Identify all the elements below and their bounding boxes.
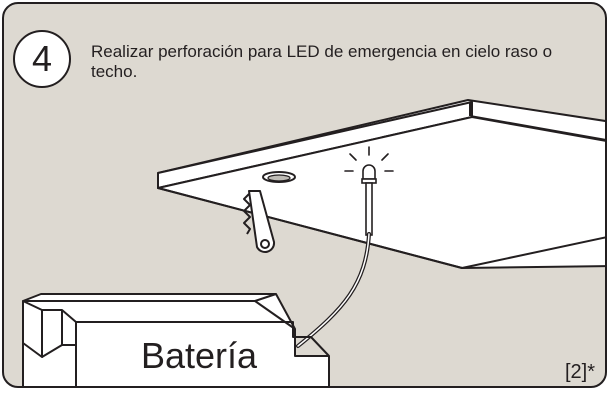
hole-icon — [262, 171, 296, 183]
reference-note: [2]* — [564, 361, 595, 383]
instruction-text: Realizar perforación para LED de emergen… — [91, 42, 553, 81]
cable-icon — [296, 232, 371, 348]
battery-label: Batería — [141, 335, 258, 376]
ceiling-panel-icon — [157, 99, 605, 269]
hole-saw-icon — [243, 190, 276, 253]
illustration — [22, 99, 605, 386]
step-number-badge: 4 — [13, 30, 71, 88]
instruction-panel: 4 Realizar perforación para LED de emerg… — [2, 2, 607, 388]
battery-box-icon — [22, 293, 330, 386]
